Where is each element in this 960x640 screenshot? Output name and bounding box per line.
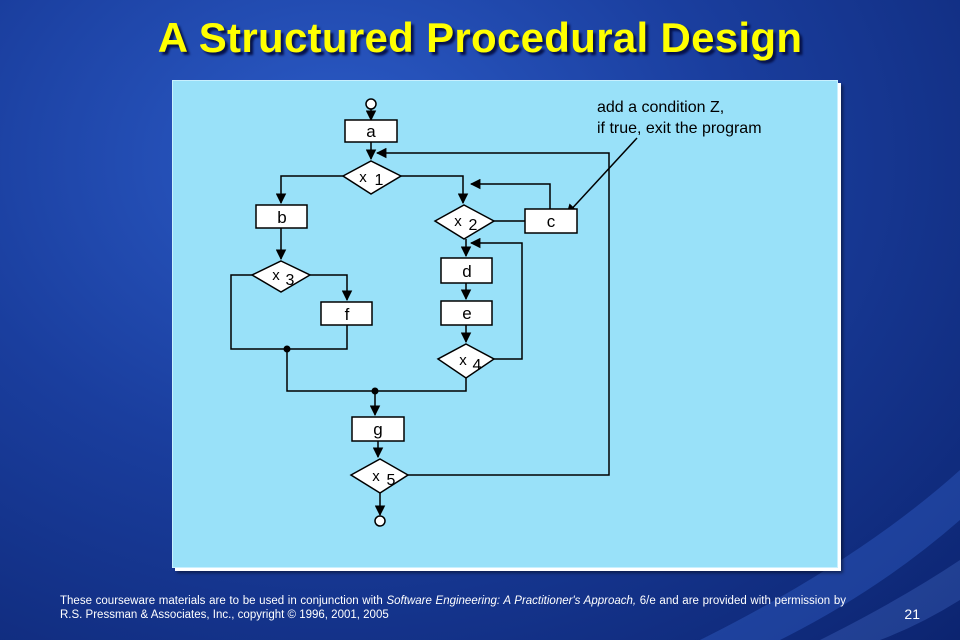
box-f: f <box>320 301 373 326</box>
box-b: b <box>255 204 308 229</box>
footer-text-2: 6/e and are provided with permission by … <box>60 595 846 621</box>
junction-dot <box>371 387 379 395</box>
footer-book-title: Software Engineering: A Practitioner's A… <box>386 595 637 607</box>
box-c-label: c <box>547 212 556 231</box>
decision-x4: x 4 <box>436 343 496 379</box>
flow-x3-bypass <box>230 274 287 350</box>
decision-x2: x 2 <box>433 204 496 240</box>
box-e-label: e <box>462 304 471 323</box>
box-g: g <box>351 416 405 442</box>
decision-x4-sub: 4 <box>473 357 482 374</box>
flow-x3-to-f <box>310 274 353 302</box>
box-b-label: b <box>277 208 286 227</box>
box-a: a <box>344 119 398 143</box>
box-e: e <box>440 300 493 326</box>
flowchart: a b c d e f g x 1 <box>230 98 762 527</box>
start-node <box>365 98 377 110</box>
annotation-arrow <box>566 137 638 215</box>
footer-text-1: These courseware materials are to be use… <box>60 595 387 607</box>
box-d: d <box>440 257 493 284</box>
flowchart-panel: a b c d e f g x 1 <box>172 80 838 568</box>
flow-c-loop <box>469 178 551 209</box>
decision-x1-var: x <box>359 169 367 186</box>
decision-x3-sub: 3 <box>286 272 295 289</box>
flow-f-to-merge <box>287 325 348 350</box>
page-number: 21 <box>904 606 920 622</box>
box-f-label: f <box>345 305 350 324</box>
flow-x4-loop <box>469 237 523 360</box>
copyright-footer: These courseware materials are to be use… <box>60 594 846 622</box>
decision-x2-sub: 2 <box>469 217 478 234</box>
flow-x1-to-x2 <box>401 175 469 205</box>
box-d-label: d <box>462 262 471 281</box>
flow-x5-loop-to-top <box>375 147 610 476</box>
flow-merge-to-g-junction <box>286 349 375 392</box>
decision-x1-sub: 1 <box>375 172 384 189</box>
decision-x2-var: x <box>454 213 462 230</box>
slide-title: A Structured Procedural Design <box>157 14 803 61</box>
flow-x4-to-junction <box>375 378 467 392</box>
decision-x3-var: x <box>272 267 280 284</box>
box-a-label: a <box>366 122 376 141</box>
decision-x5-var: x <box>372 468 380 485</box>
decision-x3: x 3 <box>250 260 312 293</box>
end-node <box>374 515 386 527</box>
annotation-line-1: add a condition Z, <box>597 99 724 116</box>
box-g-label: g <box>373 420 382 439</box>
junction-dot <box>283 345 291 353</box>
annotation-line-2: if true, exit the program <box>597 120 762 137</box>
decision-x5-sub: 5 <box>387 472 396 489</box>
decision-x4-var: x <box>459 352 467 369</box>
decision-x5: x 5 <box>349 458 410 494</box>
decision-x1: x 1 <box>341 160 403 195</box>
box-c: c <box>524 208 578 234</box>
flow-x1-to-b <box>275 175 343 205</box>
